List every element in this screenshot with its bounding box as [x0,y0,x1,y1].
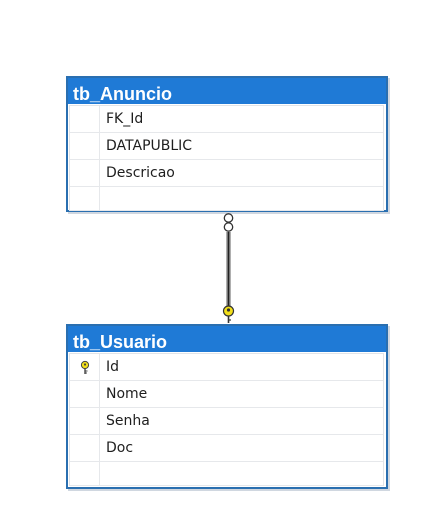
key-icon [222,305,235,323]
empty-column-row[interactable] [70,187,383,211]
column-name: Descricao [106,165,175,181]
column-name: Id [106,359,120,375]
column-row[interactable]: Descricao [70,160,383,187]
row-selector[interactable] [70,160,100,186]
table-tb-usuario[interactable]: tb_Usuario Id Nome Senha Doc [66,324,388,489]
row-selector[interactable] [70,462,100,485]
column-name: DATAPUBLIC [106,138,193,154]
column-row[interactable]: Doc [70,435,383,462]
row-selector[interactable] [70,381,100,407]
column-name: Senha [106,413,150,429]
column-list: FK_Id DATAPUBLIC Descricao [69,105,384,211]
column-row[interactable]: DATAPUBLIC [70,133,383,160]
row-selector[interactable] [70,408,100,434]
row-selector[interactable] [70,187,100,210]
infinity-icon [223,213,234,232]
column-list: Id Nome Senha Doc [69,353,384,486]
row-selector[interactable] [70,435,100,461]
column-name: Nome [106,386,148,402]
primary-key-icon [80,360,90,374]
column-row[interactable]: Id [70,354,383,381]
empty-column-row[interactable] [70,462,383,486]
table-title[interactable]: tb_Anuncio [68,78,386,104]
table-title[interactable]: tb_Usuario [68,326,386,352]
table-tb-anuncio[interactable]: tb_Anuncio FK_Id DATAPUBLIC Descricao [66,76,388,212]
column-row[interactable]: Nome [70,381,383,408]
column-row[interactable]: Senha [70,408,383,435]
row-selector[interactable] [70,106,100,132]
column-name: FK_Id [106,111,144,127]
column-name: Doc [106,440,134,456]
row-selector[interactable] [70,133,100,159]
column-row[interactable]: FK_Id [70,106,383,133]
row-selector[interactable] [70,354,100,380]
